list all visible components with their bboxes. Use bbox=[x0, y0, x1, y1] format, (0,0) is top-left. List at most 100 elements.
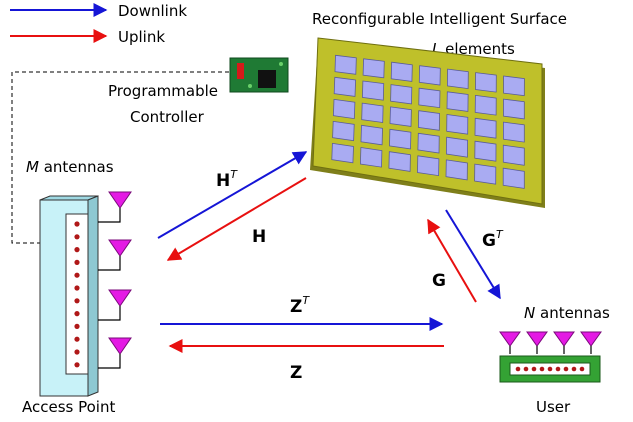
ris-board bbox=[310, 37, 545, 208]
ris-element bbox=[332, 98, 356, 120]
ris-element bbox=[359, 147, 383, 168]
ris-element bbox=[417, 155, 440, 177]
ris-element bbox=[332, 120, 355, 142]
user-dot bbox=[531, 366, 537, 372]
access-point-dot bbox=[74, 234, 80, 240]
user-dot bbox=[555, 366, 561, 372]
ris-element bbox=[389, 128, 412, 150]
ris-element bbox=[446, 114, 469, 135]
user-antennas bbox=[499, 331, 602, 354]
legend: Downlink Uplink bbox=[10, 2, 187, 46]
downlink-legend-label: Downlink bbox=[118, 2, 187, 20]
access-point-dot bbox=[74, 259, 80, 265]
ris-element bbox=[474, 140, 497, 162]
ris-element bbox=[360, 124, 383, 146]
access-point-dot bbox=[74, 323, 80, 329]
controller-label-line1: Programmable bbox=[108, 82, 218, 100]
ris-element bbox=[503, 98, 525, 120]
ris-element bbox=[334, 54, 357, 75]
channel-h-transpose-label: HT bbox=[216, 168, 238, 191]
uplink-user-to-ris-arrow bbox=[427, 218, 477, 303]
access-point-dot bbox=[74, 349, 80, 355]
controller-label-line2: Controller bbox=[130, 108, 205, 126]
ris-element bbox=[333, 76, 357, 97]
ris-element bbox=[474, 117, 497, 139]
ris-element-count: L elements bbox=[432, 40, 515, 58]
antenna-icon bbox=[553, 331, 575, 354]
access-point-dot bbox=[74, 336, 80, 342]
access-point-dot bbox=[74, 362, 80, 368]
antenna-icon bbox=[108, 289, 132, 314]
ris-title: Reconfigurable Intelligent Surface bbox=[312, 10, 567, 28]
channel-g-label: G bbox=[432, 271, 446, 291]
channel-z-transpose-label: ZT bbox=[290, 294, 310, 317]
antenna-icon bbox=[499, 331, 521, 354]
downlink-ap-to-ris-arrow bbox=[157, 151, 308, 239]
antenna-icon bbox=[108, 239, 132, 264]
access-point-antennas bbox=[98, 191, 132, 369]
ris-element bbox=[445, 159, 468, 181]
ris-element bbox=[418, 87, 441, 109]
user-device bbox=[499, 355, 601, 383]
access-point-dot bbox=[74, 285, 80, 291]
user-dot bbox=[539, 366, 545, 372]
access-point-label: Access Point bbox=[22, 398, 115, 416]
ris-element bbox=[474, 163, 497, 185]
access-point-dot bbox=[74, 298, 80, 304]
ris-element bbox=[503, 75, 525, 97]
control-link bbox=[11, 71, 236, 244]
access-point-dot-column bbox=[74, 221, 80, 368]
user-dot bbox=[571, 366, 577, 372]
antenna-icon bbox=[526, 331, 548, 354]
ris-element bbox=[362, 58, 385, 79]
antenna-feed-line bbox=[98, 362, 121, 369]
antenna-feed-line bbox=[98, 216, 121, 223]
ris-element bbox=[390, 61, 413, 82]
user-dot bbox=[563, 366, 569, 372]
user-dot bbox=[579, 366, 585, 372]
ris-element bbox=[475, 72, 497, 93]
ris-element bbox=[446, 91, 469, 112]
access-point-dot bbox=[74, 247, 80, 253]
downlink-ris-to-user-arrow bbox=[445, 209, 501, 300]
ris-element bbox=[390, 84, 413, 105]
ris-element bbox=[361, 102, 384, 123]
access-point-dot bbox=[74, 272, 80, 278]
channel-h-label: H bbox=[252, 227, 266, 247]
channel-z-label: Z bbox=[290, 363, 302, 383]
user-antennas-label: N antennas bbox=[524, 304, 610, 322]
user-label: User bbox=[536, 398, 571, 416]
user-dot-row bbox=[515, 366, 585, 372]
access-point-dot bbox=[74, 311, 80, 317]
channel-g-transpose-label: GT bbox=[482, 228, 504, 251]
user-dot bbox=[515, 366, 521, 372]
user-dot bbox=[547, 366, 553, 372]
access-point-antennas-label: M antennas bbox=[26, 158, 114, 176]
controller-chip-icon bbox=[229, 57, 289, 93]
antenna-icon bbox=[580, 331, 602, 354]
user-dot bbox=[523, 366, 529, 372]
antenna-feed-line bbox=[98, 264, 121, 271]
ris-element bbox=[446, 68, 469, 90]
ris-element bbox=[331, 142, 354, 164]
access-point-dot bbox=[74, 221, 80, 227]
uplink-ris-to-ap-arrow bbox=[166, 177, 307, 261]
ris-element bbox=[417, 110, 441, 131]
ris-element bbox=[502, 144, 525, 166]
ris-element bbox=[502, 121, 525, 143]
antenna-feed-line bbox=[98, 314, 121, 321]
antenna-icon bbox=[108, 337, 132, 362]
access-point bbox=[39, 195, 99, 397]
antenna-icon bbox=[108, 191, 132, 216]
ris-element bbox=[388, 151, 411, 172]
ris-element-grid bbox=[331, 54, 525, 189]
ris-element bbox=[418, 65, 441, 86]
ris-element bbox=[474, 94, 497, 116]
ris-element bbox=[389, 106, 412, 127]
ris-element bbox=[502, 167, 525, 189]
ris-element bbox=[361, 80, 385, 101]
uplink-legend-label: Uplink bbox=[118, 28, 165, 46]
ris-element bbox=[445, 136, 469, 158]
ris-element bbox=[417, 132, 440, 154]
